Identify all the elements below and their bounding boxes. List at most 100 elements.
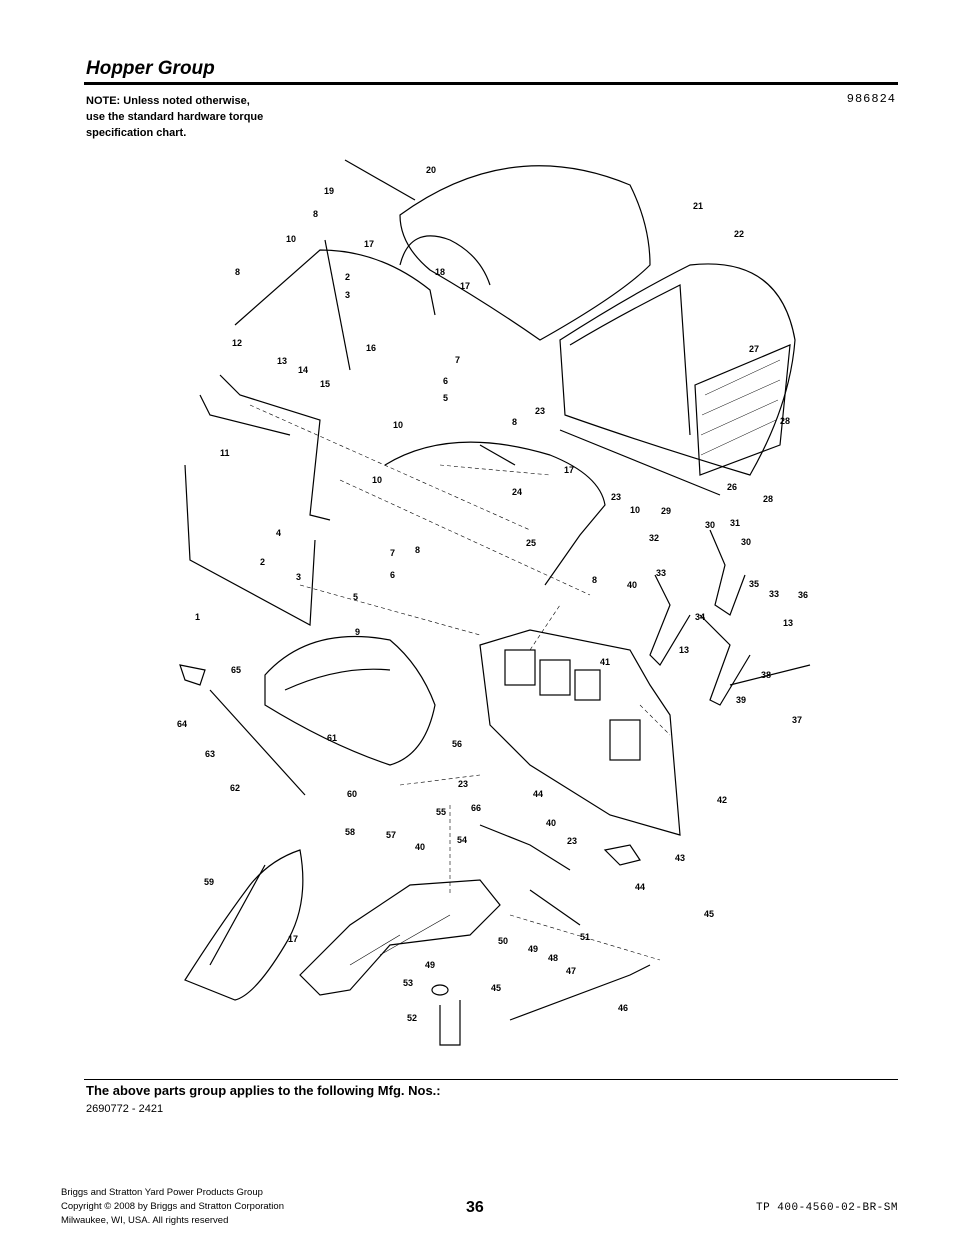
callout-5: 5 xyxy=(353,592,358,602)
callout-19: 19 xyxy=(324,186,334,196)
callout-40: 40 xyxy=(546,818,556,828)
callout-18: 18 xyxy=(435,267,445,277)
callout-8: 8 xyxy=(512,417,517,427)
document-code: TP 400-4560-02-BR-SM xyxy=(755,1202,898,1214)
callout-45: 45 xyxy=(491,983,501,993)
callout-23: 23 xyxy=(535,406,545,416)
company-info: Briggs and Stratton Yard Power Products … xyxy=(61,1186,284,1228)
callout-6: 6 xyxy=(443,376,448,386)
callout-7: 7 xyxy=(455,355,460,365)
callout-8: 8 xyxy=(592,575,597,585)
callout-12: 12 xyxy=(232,338,242,348)
callout-8: 8 xyxy=(415,545,420,555)
callout-16: 16 xyxy=(366,343,376,353)
callout-49: 49 xyxy=(425,960,435,970)
callout-62: 62 xyxy=(230,783,240,793)
note-line: use the standard hardware torque xyxy=(86,111,264,123)
callout-56: 56 xyxy=(452,739,462,749)
callout-8: 8 xyxy=(235,267,240,277)
callout-57: 57 xyxy=(386,830,396,840)
callout-33: 33 xyxy=(656,568,666,578)
note-line: NOTE: Unless noted otherwise, xyxy=(86,95,250,107)
callout-2: 2 xyxy=(345,272,350,282)
callout-5: 5 xyxy=(443,393,448,403)
callout-10: 10 xyxy=(393,420,403,430)
callout-44: 44 xyxy=(635,882,645,892)
callout-44: 44 xyxy=(533,789,543,799)
footer-rule xyxy=(84,1079,898,1080)
callout-31: 31 xyxy=(730,518,740,528)
callout-39: 39 xyxy=(736,695,746,705)
callout-25: 25 xyxy=(526,538,536,548)
callout-27: 27 xyxy=(749,344,759,354)
callout-10: 10 xyxy=(286,234,296,244)
company-line: Briggs and Stratton Yard Power Products … xyxy=(61,1187,263,1198)
callout-35: 35 xyxy=(749,579,759,589)
callout-2: 2 xyxy=(260,557,265,567)
callout-20: 20 xyxy=(426,165,436,175)
callout-30: 30 xyxy=(705,520,715,530)
callout-47: 47 xyxy=(566,966,576,976)
page-number: 36 xyxy=(466,1199,484,1216)
callout-17: 17 xyxy=(564,465,574,475)
callout-3: 3 xyxy=(296,572,301,582)
callout-3: 3 xyxy=(345,290,350,300)
exploded-parts-diagram: 1 2 2 3 3 4 5 5 6 6 7 7 8 8 8 8 8 9 10 1… xyxy=(177,159,811,1046)
callout-61: 61 xyxy=(327,733,337,743)
callout-49: 49 xyxy=(528,944,538,954)
callout-66: 66 xyxy=(471,803,481,813)
callout-33: 33 xyxy=(769,589,779,599)
callout-32: 32 xyxy=(649,533,659,543)
callout-54: 54 xyxy=(457,835,467,845)
callout-58: 58 xyxy=(345,827,355,837)
callout-11: 11 xyxy=(220,448,230,458)
callout-65: 65 xyxy=(231,665,241,675)
callout-8: 8 xyxy=(313,209,318,219)
callout-23: 23 xyxy=(611,492,621,502)
callout-7: 7 xyxy=(390,548,395,558)
callout-17: 17 xyxy=(460,281,470,291)
note-line: specification chart. xyxy=(86,127,187,139)
callout-4: 4 xyxy=(276,528,281,538)
diagram-number: 986824 xyxy=(846,92,896,106)
callout-14: 14 xyxy=(298,365,308,375)
callout-10: 10 xyxy=(372,475,382,485)
callout-13: 13 xyxy=(783,618,793,628)
callout-28: 28 xyxy=(763,494,773,504)
callout-23: 23 xyxy=(567,836,577,846)
copyright-line: Copyright © 2008 by Briggs and Stratton … xyxy=(61,1201,284,1212)
callout-60: 60 xyxy=(347,789,357,799)
callout-15: 15 xyxy=(320,379,330,389)
callout-37: 37 xyxy=(792,715,802,725)
callout-64: 64 xyxy=(177,719,187,729)
rights-line: Milwaukee, WI, USA. All rights reserved xyxy=(61,1215,229,1226)
callout-9: 9 xyxy=(355,627,360,637)
callout-63: 63 xyxy=(205,749,215,759)
callout-40: 40 xyxy=(415,842,425,852)
callout-38: 38 xyxy=(761,670,771,680)
callout-50: 50 xyxy=(498,936,508,946)
callout-36: 36 xyxy=(798,590,808,600)
callout-55: 55 xyxy=(436,807,446,817)
callout-13: 13 xyxy=(679,645,689,655)
torque-note: NOTE: Unless noted otherwise, use the st… xyxy=(86,93,326,141)
callout-46: 46 xyxy=(618,1003,628,1013)
callout-42: 42 xyxy=(717,795,727,805)
callout-53: 53 xyxy=(403,978,413,988)
callout-29: 29 xyxy=(661,506,671,516)
callout-10: 10 xyxy=(630,505,640,515)
callout-51: 51 xyxy=(580,932,590,942)
applies-heading: The above parts group applies to the fol… xyxy=(86,1083,441,1098)
callout-28: 28 xyxy=(780,416,790,426)
callout-45: 45 xyxy=(704,909,714,919)
callout-24: 24 xyxy=(512,487,522,497)
callout-1: 1 xyxy=(195,612,200,622)
mfg-numbers: 2690772 - 2421 xyxy=(86,1103,164,1115)
callout-40: 40 xyxy=(627,580,637,590)
callout-23: 23 xyxy=(458,779,468,789)
callout-41: 41 xyxy=(600,657,610,667)
callout-17: 17 xyxy=(364,239,374,249)
page-title: Hopper Group xyxy=(86,58,215,79)
callout-17: 17 xyxy=(288,934,298,944)
callout-52: 52 xyxy=(407,1013,417,1023)
